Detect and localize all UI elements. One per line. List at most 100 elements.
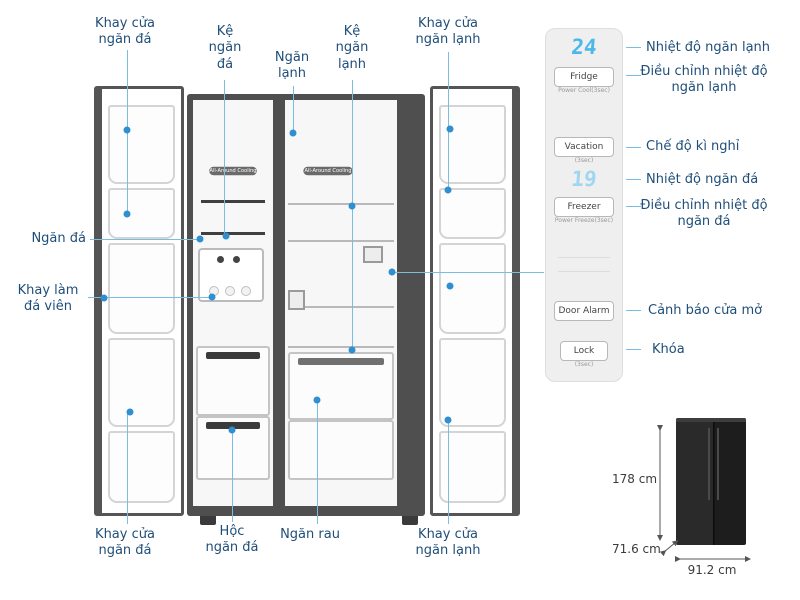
callout-dot [222, 232, 230, 240]
callout-line [88, 297, 212, 298]
width-dimension: 91.2 cm [687, 563, 737, 577]
drawer-handle [298, 358, 384, 365]
mini-fridge-top [676, 418, 746, 422]
panel-divider [558, 271, 610, 272]
callout-line [90, 239, 202, 240]
freezer-drawer [196, 346, 270, 416]
all-around-cooling-label: All-Around Cooling [209, 166, 257, 176]
callout-line [626, 75, 641, 76]
depth-dimension: 71.6 cm [612, 542, 661, 556]
callout-dot [123, 210, 131, 218]
callout-line [626, 349, 641, 350]
ice-cube [241, 286, 251, 296]
label-freezer-temp: Nhiệt độ ngăn đá [646, 172, 759, 187]
freezer-shelf [201, 232, 265, 235]
callout-dot [208, 293, 216, 301]
panel-divider [558, 257, 610, 258]
ice-cube [225, 286, 235, 296]
callout-dot [348, 346, 356, 354]
callout-dot [446, 282, 454, 290]
freezer-door-bin [108, 188, 175, 239]
callout-dot [289, 129, 297, 137]
callout-line [392, 272, 544, 273]
fridge-foot [200, 516, 216, 525]
fridge-compartment: All-Around Cooling [285, 100, 397, 506]
vacation-button: Vacation [554, 137, 614, 157]
fridge-temp-display: 24 [570, 35, 598, 59]
callout-dot [446, 125, 454, 133]
label-freezer-door-tray-top: Khay cửa ngăn đá [95, 16, 155, 48]
depth-arrow [659, 540, 679, 557]
label-veg-drawer: Ngăn rau [280, 527, 340, 542]
label-cooler-door-tray-bottom: Khay cửa ngăn lạnh [415, 527, 481, 559]
deodorizer-box [363, 246, 383, 263]
callout-line [448, 420, 449, 524]
callout-line [232, 430, 233, 522]
mini-fridge-handle [717, 428, 719, 500]
callout-dot [313, 396, 321, 404]
callout-dot [444, 186, 452, 194]
callout-dot [348, 202, 356, 210]
freezer-button-sub: Power Freeze(3sec) [554, 217, 614, 224]
callout-line [626, 206, 641, 207]
vegetable-drawer [288, 420, 394, 480]
label-cooler-door-tray-top: Khay cửa ngăn lạnh [415, 16, 481, 48]
callout-line [626, 47, 641, 48]
mini-fridge-exterior [676, 418, 746, 545]
lock-button: Lock [560, 341, 608, 361]
ice-maker-knob [233, 256, 240, 263]
callout-dot [228, 426, 236, 434]
freezer-door-bin [108, 243, 175, 334]
ice-maker-knob [217, 256, 224, 263]
label-ice-tray: Khay làm đá viên [17, 283, 79, 315]
freezer-temp-display: 19 [570, 167, 598, 191]
lock-button-sub: (3sec) [574, 361, 594, 368]
door-alarm-button: Door Alarm [554, 301, 614, 321]
mini-fridge-handle [708, 428, 710, 500]
height-dimension: 178 cm [612, 472, 658, 486]
callout-line [626, 147, 641, 148]
callout-line [626, 179, 641, 180]
fridge-shelf [288, 240, 394, 242]
label-freezer-shelf: Kệ ngăn đá [208, 24, 242, 72]
callout-dot [444, 416, 452, 424]
refrigerator-body: All-Around Cooling All-Around Cooling [187, 94, 425, 516]
callout-line [293, 86, 294, 133]
label-cooler: Ngăn lạnh [274, 50, 310, 82]
fridge-shelf [288, 306, 394, 308]
callout-line [317, 400, 318, 524]
freezer-door-bin [108, 431, 175, 503]
fridge-shelf [288, 203, 394, 205]
drawer-handle [206, 352, 260, 359]
callout-line [224, 80, 225, 236]
drawer-handle [206, 422, 260, 429]
callout-dot [100, 294, 108, 302]
control-panel-zoom: 24 Fridge Power Cool(3sec) Vacation (3se… [545, 28, 623, 382]
fridge-door-bin [439, 338, 506, 427]
callout-line [352, 80, 353, 350]
fridge-shelf [288, 346, 394, 348]
callout-line [127, 412, 128, 524]
label-vacation-mode: Chế độ kì nghỉ [646, 139, 740, 154]
fridge-foot [402, 516, 418, 525]
fridge-door-bin [439, 105, 506, 184]
fridge-door-bin [439, 188, 506, 239]
freezer-door-bin [108, 338, 175, 427]
freezer-button: Freezer [554, 197, 614, 217]
callout-dot [123, 126, 131, 134]
callout-line [626, 310, 641, 311]
callout-dot [196, 235, 204, 243]
label-cooler-shelf: Kệ ngăn lạnh [335, 24, 369, 72]
callout-line [448, 52, 449, 190]
fridge-button: Fridge [554, 67, 614, 87]
small-tray [288, 290, 305, 310]
freezer-compartment: All-Around Cooling [193, 100, 273, 506]
fridge-door-open [430, 86, 520, 516]
label-freezer-drawer: Hộc ngăn đá [205, 524, 259, 556]
label-freezer-temp-adjust: Điều chỉnh nhiệt độ ngăn đá [640, 198, 768, 230]
label-fridge-temp: Nhiệt độ ngăn lạnh [646, 40, 771, 55]
ice-maker [198, 248, 264, 302]
callout-dot [126, 408, 134, 416]
freezer-shelf [201, 200, 265, 203]
